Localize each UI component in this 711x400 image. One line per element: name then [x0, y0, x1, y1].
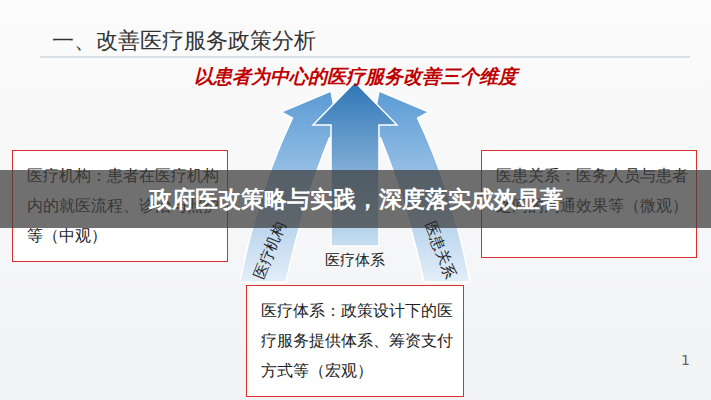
- macro-box: 医疗体系：政策设计下的医疗服务提供体系、筹资支付方式等（宏观）: [246, 285, 464, 397]
- subtitle: 以患者为中心的医疗服务改善三个维度: [0, 64, 711, 90]
- arrow-label: 医疗机构: [250, 219, 290, 282]
- page-title: 一、改善医疗服务政策分析: [52, 26, 316, 56]
- arrow-label: 医患关系: [420, 219, 460, 282]
- page-number: 1: [681, 352, 690, 368]
- arrow-label: 医疗体系: [325, 251, 385, 270]
- banner: 政府医改策略与实践，深度落实成效显著: [0, 170, 711, 228]
- box-text: 医疗体系：政策设计下的医疗服务提供体系、筹资支付方式等（宏观）: [261, 296, 455, 386]
- title-rule: [40, 57, 690, 58]
